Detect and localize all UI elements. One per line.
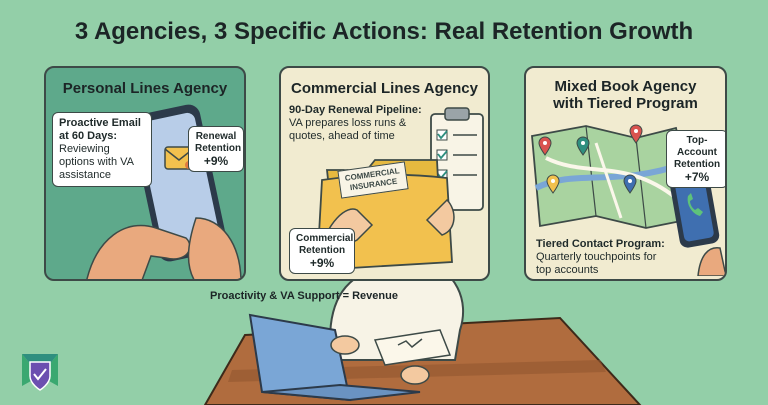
retention-badge: Renewal Retention +9% xyxy=(188,126,244,172)
action-title: 90-Day Renewal Pipeline: xyxy=(289,104,422,116)
action-text: Reviewing options with VA assistance xyxy=(59,143,134,181)
action-block: 90-Day Renewal Pipeline: VA prepares los… xyxy=(289,104,429,143)
retention-badge: Commercial Retention +9% xyxy=(289,228,355,274)
map-pin-icon xyxy=(538,136,552,156)
badge-label: Commercial Retention xyxy=(296,233,354,256)
map-pin-icon xyxy=(623,174,637,194)
page-title: 3 Agencies, 3 Specific Actions: Real Ret… xyxy=(74,18,694,45)
panel-title-line2: with Tiered Program xyxy=(553,95,698,112)
panel-personal-lines: Personal Lines Agency Proactive Email at… xyxy=(44,66,246,281)
badge-label: Renewal Retention xyxy=(195,131,242,154)
map-pin-icon xyxy=(576,136,590,156)
badge-value: +7% xyxy=(684,170,710,184)
footer-caption: Proactivity & VA Support = Revenue xyxy=(210,290,398,302)
map-pin-icon xyxy=(546,174,560,194)
action-text: VA prepares loss runs & quotes, ahead of… xyxy=(289,117,407,142)
action-title: Tiered Contact Program: xyxy=(536,238,665,250)
panel-title: Personal Lines Agency xyxy=(62,80,228,97)
badge-label: Top-Account Retention xyxy=(673,135,721,170)
action-card: Proactive Email at 60 Days: Reviewing op… xyxy=(52,112,152,187)
laptop-base xyxy=(261,383,421,402)
map-pin-icon xyxy=(629,124,643,144)
action-title: Proactive Email at 60 Days: xyxy=(59,117,141,142)
panel-title: Commercial Lines Agency xyxy=(290,80,478,97)
shield-logo-icon xyxy=(22,354,58,391)
panel-mixed-book: Mixed Book Agency with Tiered Program To… xyxy=(524,66,727,281)
retention-badge: Top-Account Retention +7% xyxy=(666,130,725,188)
badge-value: +9% xyxy=(203,154,229,168)
panel-title-line1: Mixed Book Agency xyxy=(554,78,697,95)
action-text: Quarterly touchpoints for top accounts xyxy=(536,251,657,276)
badge-value: +9% xyxy=(309,256,335,270)
action-block: Tiered Contact Program: Quarterly touchp… xyxy=(536,238,666,277)
panel-commercial-lines: Commercial Lines Agency COMMERCIAL INSUR… xyxy=(279,66,490,281)
